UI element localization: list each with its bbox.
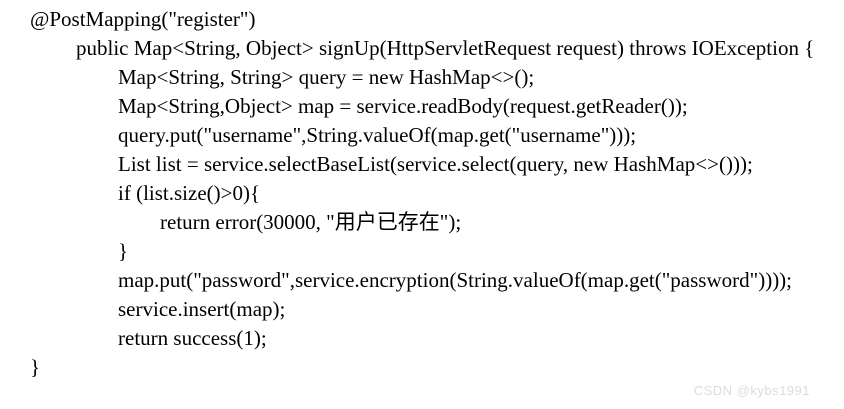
- code-line: service.insert(map);: [118, 297, 286, 321]
- code-line: Map<String,Object> map = service.readBod…: [118, 94, 688, 118]
- code-line: return success(1);: [118, 326, 267, 350]
- csdn-watermark: CSDN @kybs1991: [693, 383, 810, 398]
- code-line: List list = service.selectBaseList(servi…: [118, 152, 753, 176]
- code-line: query.put("username",String.valueOf(map.…: [118, 123, 637, 147]
- code-line: }: [30, 355, 41, 379]
- code-line: @PostMapping("register"): [30, 7, 256, 31]
- code-line: return error(30000, "用户已存在");: [160, 210, 462, 234]
- code-line: if (list.size()>0){: [118, 181, 261, 205]
- code-line: Map<String, String> query = new HashMap<…: [118, 65, 535, 89]
- code-line: }: [118, 239, 129, 263]
- code-snippet: @PostMapping("register") public Map<Stri…: [0, 5, 844, 382]
- code-line: map.put("password",service.encryption(St…: [118, 268, 793, 292]
- code-line: public Map<String, Object> signUp(HttpSe…: [76, 36, 815, 60]
